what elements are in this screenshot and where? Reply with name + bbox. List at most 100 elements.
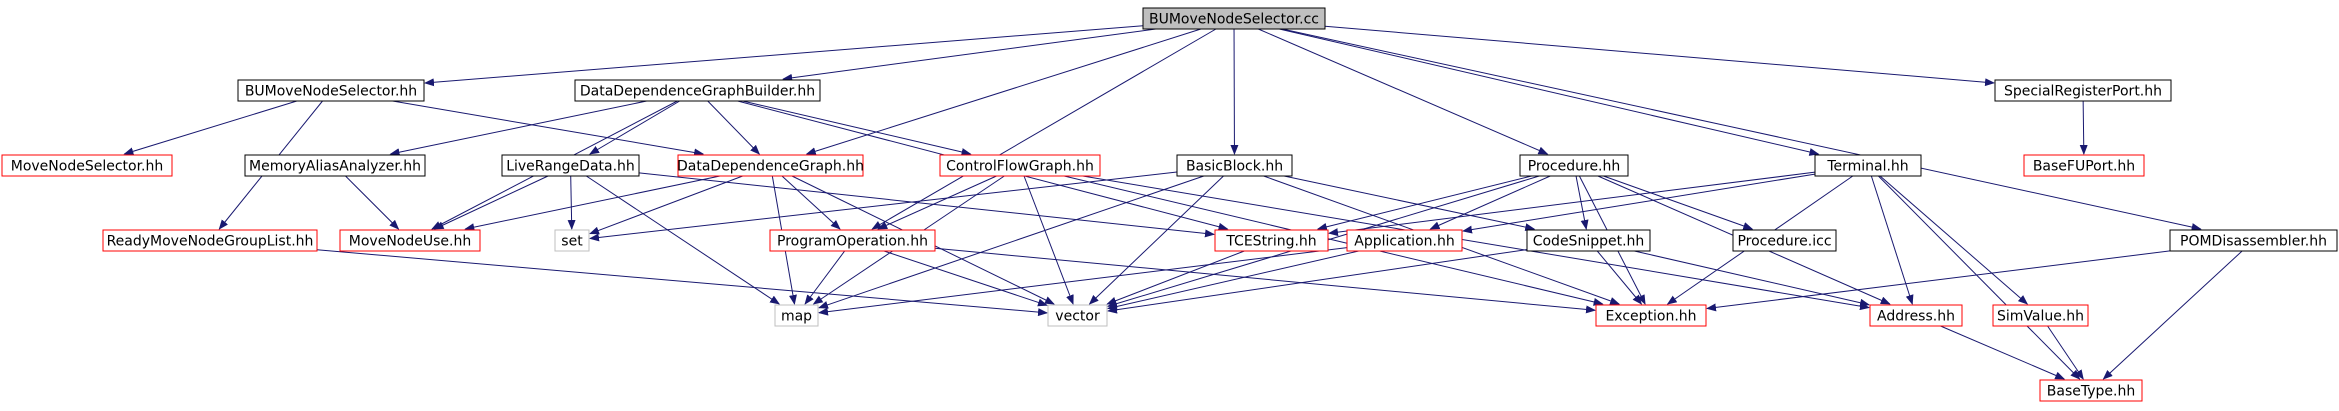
node-vector[interactable]: vector bbox=[1047, 304, 1108, 327]
node-label: TCEString.hh bbox=[1225, 234, 1316, 250]
node-box bbox=[939, 154, 1101, 177]
node-label: Terminal.hh bbox=[1826, 159, 1908, 175]
edge-lrd_hh-to-tces_hh bbox=[638, 172, 1215, 238]
node-box bbox=[2023, 154, 2145, 177]
node-rmngl-hh[interactable]: ReadyMoveNodeGroupList.hh bbox=[102, 229, 318, 252]
edge-ddg_hh-to-mnu_hh bbox=[464, 175, 721, 232]
edge-bb_hh-to-cs_hh bbox=[1283, 175, 1536, 232]
node-label: Exception.hh bbox=[1605, 309, 1696, 325]
node-tces-hh[interactable]: TCEString.hh bbox=[1214, 229, 1329, 252]
node-proc-hh[interactable]: Procedure.hh bbox=[1519, 154, 1629, 177]
edge-pomd_hh-to-bt_hh bbox=[2102, 250, 2243, 380]
node-bt-hh[interactable]: BaseType.hh bbox=[2039, 379, 2143, 402]
node-label: set bbox=[561, 234, 583, 250]
node-cs-hh[interactable]: CodeSnippet.hh bbox=[1526, 229, 1651, 252]
node-label: ControlFlowGraph.hh bbox=[946, 159, 1094, 175]
edge-cs_hh-to-vector bbox=[1107, 249, 1528, 314]
node-box bbox=[1526, 229, 1651, 252]
node-box bbox=[1047, 304, 1108, 327]
edge-rmngl_hh-to-vector bbox=[316, 249, 1048, 317]
node-bumns-hh[interactable]: BUMoveNodeSelector.hh bbox=[237, 79, 425, 102]
node-box bbox=[1992, 304, 2089, 327]
node-root[interactable]: BUMoveNodeSelector.cc bbox=[1142, 7, 1326, 30]
edge-term_hh-to-bt_hh bbox=[1878, 175, 2081, 380]
node-label: CodeSnippet.hh bbox=[1533, 234, 1645, 250]
nodes-layer: BUMoveNodeSelector.ccBUMoveNodeSelector.… bbox=[1, 7, 2338, 402]
edge-ddg_hh-to-set bbox=[589, 175, 743, 235]
node-map[interactable]: map bbox=[774, 304, 819, 327]
edge-proc_hh-to-proc_icc bbox=[1603, 175, 1754, 230]
node-box bbox=[1, 154, 173, 177]
node-box bbox=[1214, 229, 1329, 252]
edge-bumns_hh-to-mns_hh bbox=[123, 100, 297, 156]
node-box bbox=[1346, 229, 1463, 252]
node-box bbox=[1994, 79, 2172, 102]
node-simv-hh[interactable]: SimValue.hh bbox=[1992, 304, 2089, 327]
edge-bb_hh-to-map bbox=[818, 175, 1205, 309]
node-label: BaseFUPort.hh bbox=[2033, 159, 2135, 175]
node-box bbox=[554, 229, 590, 252]
node-ddg-hh[interactable]: DataDependenceGraph.hh bbox=[677, 154, 864, 177]
edge-root-to-srp_hh bbox=[1324, 25, 1995, 87]
node-label: BasicBlock.hh bbox=[1186, 159, 1283, 175]
node-box bbox=[1176, 154, 1293, 177]
node-set[interactable]: set bbox=[554, 229, 590, 252]
node-exc-hh[interactable]: Exception.hh bbox=[1595, 304, 1707, 327]
edge-simv_hh-to-bt_hh bbox=[2047, 325, 2084, 380]
edge-po_hh-to-vector bbox=[883, 250, 1048, 307]
node-app-hh[interactable]: Application.hh bbox=[1346, 229, 1463, 252]
edge-ddgb_hh-to-cfg_hh bbox=[742, 100, 972, 156]
edge-root-to-pomd_hh bbox=[1282, 28, 2202, 231]
node-label: LiveRangeData.hh bbox=[506, 159, 635, 175]
node-box bbox=[102, 229, 318, 252]
node-cfg-hh[interactable]: ControlFlowGraph.hh bbox=[939, 154, 1101, 177]
node-term-hh[interactable]: Terminal.hh bbox=[1814, 154, 1922, 177]
node-bfup-hh[interactable]: BaseFUPort.hh bbox=[2023, 154, 2145, 177]
node-label: map bbox=[781, 309, 812, 325]
edge-po_hh-to-exc_hh bbox=[934, 247, 1596, 314]
node-label: POMDisassembler.hh bbox=[2180, 234, 2327, 250]
node-ddgb-hh[interactable]: DataDependenceGraphBuilder.hh bbox=[574, 79, 821, 102]
edge-proc_hh-to-tces_hh bbox=[1316, 175, 1532, 231]
node-proc-icc[interactable]: Procedure.icc bbox=[1732, 229, 1837, 252]
node-label: ReadyMoveNodeGroupList.hh bbox=[107, 234, 314, 250]
edge-proc_hh-to-app_hh bbox=[1429, 175, 1551, 230]
edge-term_hh-to-simv_hh bbox=[1879, 175, 2029, 305]
node-box bbox=[1142, 7, 1326, 30]
edge-ddgb_hh-to-maa_hh bbox=[389, 100, 647, 157]
node-box bbox=[1519, 154, 1629, 177]
node-box bbox=[574, 79, 821, 102]
edge-tces_hh-to-vector bbox=[1106, 250, 1245, 305]
node-po-hh[interactable]: ProgramOperation.hh bbox=[769, 229, 936, 252]
edge-addr_hh-to-bt_hh bbox=[1940, 325, 2066, 380]
node-label: ProgramOperation.hh bbox=[777, 234, 928, 250]
node-maa-hh[interactable]: MemoryAliasAnalyzer.hh bbox=[244, 154, 426, 177]
node-lrd-hh[interactable]: LiveRangeData.hh bbox=[501, 154, 640, 177]
node-pomd-hh[interactable]: POMDisassembler.hh bbox=[2169, 229, 2338, 252]
edge-app_hh-to-vector bbox=[1107, 250, 1359, 311]
edge-root-to-term_hh bbox=[1279, 28, 1820, 156]
edge-cfg_hh-to-exc_hh bbox=[1064, 175, 1604, 306]
edge-ddgb_hh-to-ddg_hh bbox=[707, 100, 761, 155]
node-label: MoveNodeUse.hh bbox=[349, 234, 471, 250]
node-label: DataDependenceGraph.hh bbox=[677, 159, 864, 175]
node-bb-hh[interactable]: BasicBlock.hh bbox=[1176, 154, 1293, 177]
node-mnu-hh[interactable]: MoveNodeUse.hh bbox=[339, 229, 481, 252]
node-box bbox=[339, 229, 481, 252]
edge-bb_hh-to-vector bbox=[1088, 175, 1224, 305]
edge-cs_hh-to-exc_hh bbox=[1596, 250, 1643, 305]
node-srp-hh[interactable]: SpecialRegisterPort.hh bbox=[1994, 79, 2172, 102]
node-label: vector bbox=[1055, 309, 1100, 325]
edge-app_hh-to-map bbox=[818, 247, 1348, 316]
edge-proc_hh-to-cs_hh bbox=[1575, 175, 1589, 230]
edge-maa_hh-to-mnu_hh bbox=[345, 175, 400, 230]
node-addr-hh[interactable]: Address.hh bbox=[1869, 304, 1963, 327]
node-label: BUMoveNodeSelector.cc bbox=[1149, 12, 1319, 28]
edge-ddgb_hh-to-lrd_hh bbox=[589, 100, 680, 155]
node-box bbox=[501, 154, 640, 177]
node-mns-hh[interactable]: MoveNodeSelector.hh bbox=[1, 154, 173, 177]
edge-root-to-bumns_hh bbox=[424, 25, 1144, 87]
node-label: DataDependenceGraphBuilder.hh bbox=[580, 84, 815, 100]
node-label: MoveNodeSelector.hh bbox=[11, 159, 164, 175]
node-label: BaseType.hh bbox=[2047, 384, 2135, 400]
